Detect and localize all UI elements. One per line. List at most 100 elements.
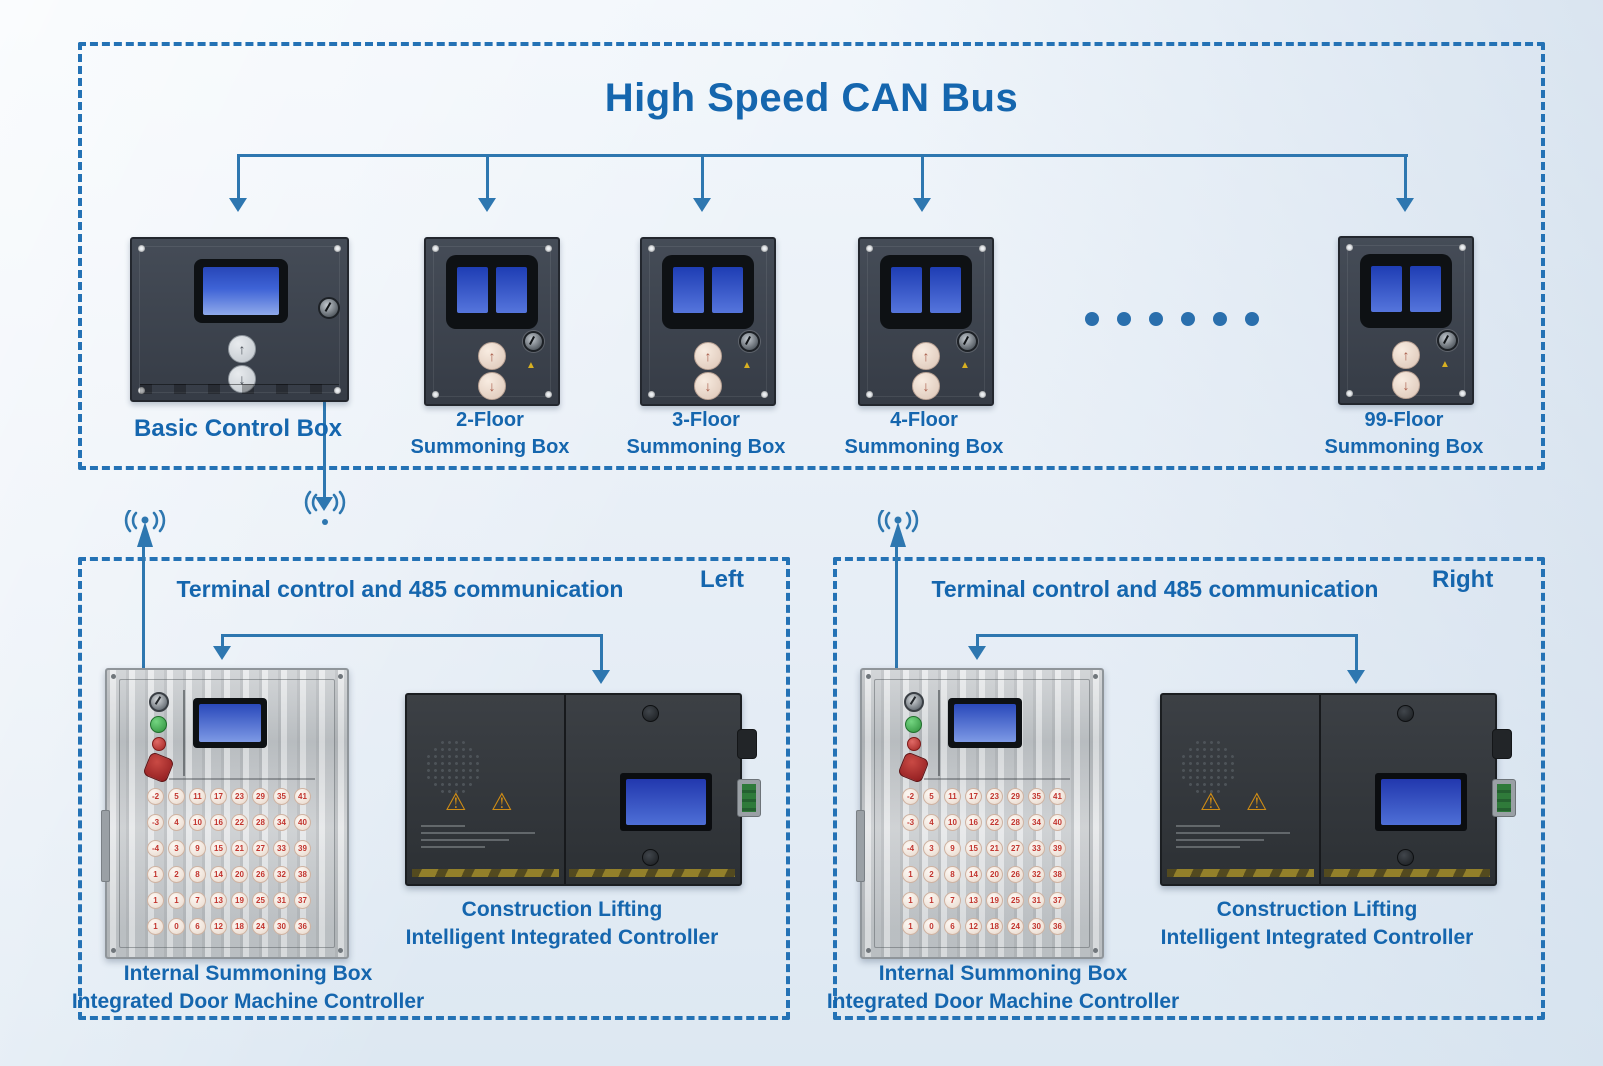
key-switch[interactable] bbox=[739, 331, 760, 352]
keypad-button[interactable]: 41 bbox=[1049, 788, 1066, 805]
down-button[interactable]: ↓ bbox=[1392, 371, 1420, 399]
keypad-button[interactable]: 25 bbox=[252, 892, 269, 909]
keypad-button[interactable]: 26 bbox=[1007, 866, 1024, 883]
keypad-button[interactable]: 38 bbox=[294, 866, 311, 883]
keypad-button[interactable]: 39 bbox=[1049, 840, 1066, 857]
keypad-button[interactable]: 28 bbox=[1007, 814, 1024, 831]
keypad-button[interactable]: 33 bbox=[273, 840, 290, 857]
down-button[interactable]: ↓ bbox=[694, 372, 722, 400]
keypad-button[interactable]: 26 bbox=[252, 866, 269, 883]
keypad-button[interactable]: 1 bbox=[902, 866, 919, 883]
keypad-button[interactable]: 14 bbox=[965, 866, 982, 883]
keypad-button[interactable]: -4 bbox=[902, 840, 919, 857]
keypad-button[interactable]: 31 bbox=[273, 892, 290, 909]
keypad-button[interactable]: 5 bbox=[923, 788, 940, 805]
keypad-button[interactable]: 36 bbox=[1049, 918, 1066, 935]
keypad-button[interactable]: 41 bbox=[294, 788, 311, 805]
keypad-button[interactable]: 29 bbox=[1007, 788, 1024, 805]
keypad-button[interactable]: 7 bbox=[189, 892, 206, 909]
keypad-button[interactable]: 11 bbox=[944, 788, 961, 805]
key-switch[interactable] bbox=[318, 297, 340, 319]
keypad-button[interactable]: 33 bbox=[1028, 840, 1045, 857]
keypad-button[interactable]: 16 bbox=[965, 814, 982, 831]
keypad-button[interactable]: 4 bbox=[168, 814, 185, 831]
down-button[interactable]: ↓ bbox=[228, 365, 256, 393]
keypad-button[interactable]: 21 bbox=[986, 840, 1003, 857]
keypad-button[interactable]: 36 bbox=[294, 918, 311, 935]
up-button[interactable]: ↑ bbox=[228, 335, 256, 363]
keypad-button[interactable]: 35 bbox=[1028, 788, 1045, 805]
keypad-button[interactable]: 37 bbox=[294, 892, 311, 909]
key-switch[interactable] bbox=[957, 331, 978, 352]
keypad-button[interactable]: 31 bbox=[1028, 892, 1045, 909]
keypad-button[interactable]: 6 bbox=[189, 918, 206, 935]
keypad-button[interactable]: 18 bbox=[231, 918, 248, 935]
keypad-button[interactable]: 3 bbox=[923, 840, 940, 857]
keypad-button[interactable]: 2 bbox=[168, 866, 185, 883]
keypad-button[interactable]: -3 bbox=[902, 814, 919, 831]
keypad-button[interactable]: 1 bbox=[147, 866, 164, 883]
key-switch[interactable] bbox=[149, 692, 169, 712]
keypad-button[interactable]: -2 bbox=[147, 788, 164, 805]
keypad-button[interactable]: 28 bbox=[252, 814, 269, 831]
keypad-button[interactable]: 20 bbox=[986, 866, 1003, 883]
keypad-button[interactable]: 1 bbox=[147, 918, 164, 935]
keypad-button[interactable]: 17 bbox=[965, 788, 982, 805]
keypad-button[interactable]: 34 bbox=[1028, 814, 1045, 831]
keypad-button[interactable]: 6 bbox=[944, 918, 961, 935]
keypad-button[interactable]: 7 bbox=[944, 892, 961, 909]
keypad-button[interactable]: 27 bbox=[1007, 840, 1024, 857]
keypad-button[interactable]: 1 bbox=[902, 918, 919, 935]
keypad-button[interactable]: 23 bbox=[986, 788, 1003, 805]
keypad-button[interactable]: 13 bbox=[965, 892, 982, 909]
keypad-button[interactable]: -2 bbox=[902, 788, 919, 805]
keypad-button[interactable]: 24 bbox=[252, 918, 269, 935]
keypad-button[interactable]: 8 bbox=[189, 866, 206, 883]
key-switch[interactable] bbox=[1437, 330, 1458, 351]
keypad-button[interactable]: 22 bbox=[231, 814, 248, 831]
keypad-button[interactable]: 10 bbox=[189, 814, 206, 831]
up-button[interactable]: ↑ bbox=[1392, 341, 1420, 369]
keypad-button[interactable]: 12 bbox=[965, 918, 982, 935]
keypad-button[interactable]: 9 bbox=[944, 840, 961, 857]
keypad-button[interactable]: 15 bbox=[965, 840, 982, 857]
keypad-button[interactable]: 14 bbox=[210, 866, 227, 883]
key-switch[interactable] bbox=[523, 331, 544, 352]
keypad-button[interactable]: 10 bbox=[944, 814, 961, 831]
keypad-button[interactable]: 13 bbox=[210, 892, 227, 909]
keypad-button[interactable]: 37 bbox=[1049, 892, 1066, 909]
keypad-button[interactable]: 30 bbox=[273, 918, 290, 935]
keypad-button[interactable]: 38 bbox=[1049, 866, 1066, 883]
keypad-button[interactable]: 0 bbox=[923, 918, 940, 935]
keypad-button[interactable]: -3 bbox=[147, 814, 164, 831]
keypad-button[interactable]: 8 bbox=[944, 866, 961, 883]
keypad-button[interactable]: 32 bbox=[273, 866, 290, 883]
up-button[interactable]: ↑ bbox=[478, 342, 506, 370]
keypad-button[interactable]: 40 bbox=[294, 814, 311, 831]
keypad-button[interactable]: 19 bbox=[986, 892, 1003, 909]
keypad-button[interactable]: 2 bbox=[923, 866, 940, 883]
keypad-button[interactable]: 3 bbox=[168, 840, 185, 857]
key-switch[interactable] bbox=[904, 692, 924, 712]
keypad-button[interactable]: 22 bbox=[986, 814, 1003, 831]
keypad-button[interactable]: 1 bbox=[923, 892, 940, 909]
down-button[interactable]: ↓ bbox=[478, 372, 506, 400]
keypad-button[interactable]: 1 bbox=[168, 892, 185, 909]
keypad-button[interactable]: 18 bbox=[986, 918, 1003, 935]
keypad-button[interactable]: 24 bbox=[1007, 918, 1024, 935]
keypad-button[interactable]: -4 bbox=[147, 840, 164, 857]
keypad-button[interactable]: 1 bbox=[902, 892, 919, 909]
up-button[interactable]: ↑ bbox=[694, 342, 722, 370]
keypad-button[interactable]: 5 bbox=[168, 788, 185, 805]
keypad-button[interactable]: 19 bbox=[231, 892, 248, 909]
keypad-button[interactable]: 27 bbox=[252, 840, 269, 857]
keypad-button[interactable]: 16 bbox=[210, 814, 227, 831]
keypad-button[interactable]: 40 bbox=[1049, 814, 1066, 831]
up-button[interactable]: ↑ bbox=[912, 342, 940, 370]
keypad-button[interactable]: 4 bbox=[923, 814, 940, 831]
keypad-button[interactable]: 9 bbox=[189, 840, 206, 857]
keypad-button[interactable]: 21 bbox=[231, 840, 248, 857]
keypad-button[interactable]: 12 bbox=[210, 918, 227, 935]
down-button[interactable]: ↓ bbox=[912, 372, 940, 400]
keypad-button[interactable]: 11 bbox=[189, 788, 206, 805]
